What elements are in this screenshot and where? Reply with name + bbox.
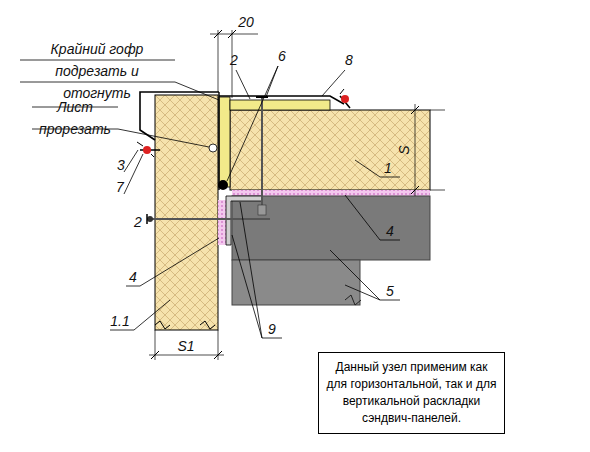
callout-number: 1 [384, 160, 392, 176]
callout-number: 2 [134, 214, 142, 230]
note-label: Лист прорезать [33, 96, 118, 140]
callout-number: 6 [278, 48, 286, 64]
callout-number: 4 [129, 269, 137, 285]
callout-number: 7 [116, 179, 124, 195]
callout-number: 2 [230, 52, 238, 68]
callout-number: 3 [117, 157, 125, 173]
callout-number: 5 [386, 283, 394, 299]
callout-number: 9 [268, 321, 276, 337]
dimension-label: S1 [177, 338, 194, 354]
note-text: Данный узел применим как для горизонталь… [327, 360, 497, 425]
note-box: Данный узел применим как для горизонталь… [318, 352, 505, 434]
callout-number: 8 [345, 52, 353, 68]
note-label: Крайний гофр подрезать и отогнуть [20, 38, 175, 104]
dimension-label: S [396, 145, 412, 154]
callout-number: 1.1 [110, 313, 129, 329]
dimension-label: 20 [238, 14, 254, 30]
callout-number: 4 [386, 223, 394, 239]
